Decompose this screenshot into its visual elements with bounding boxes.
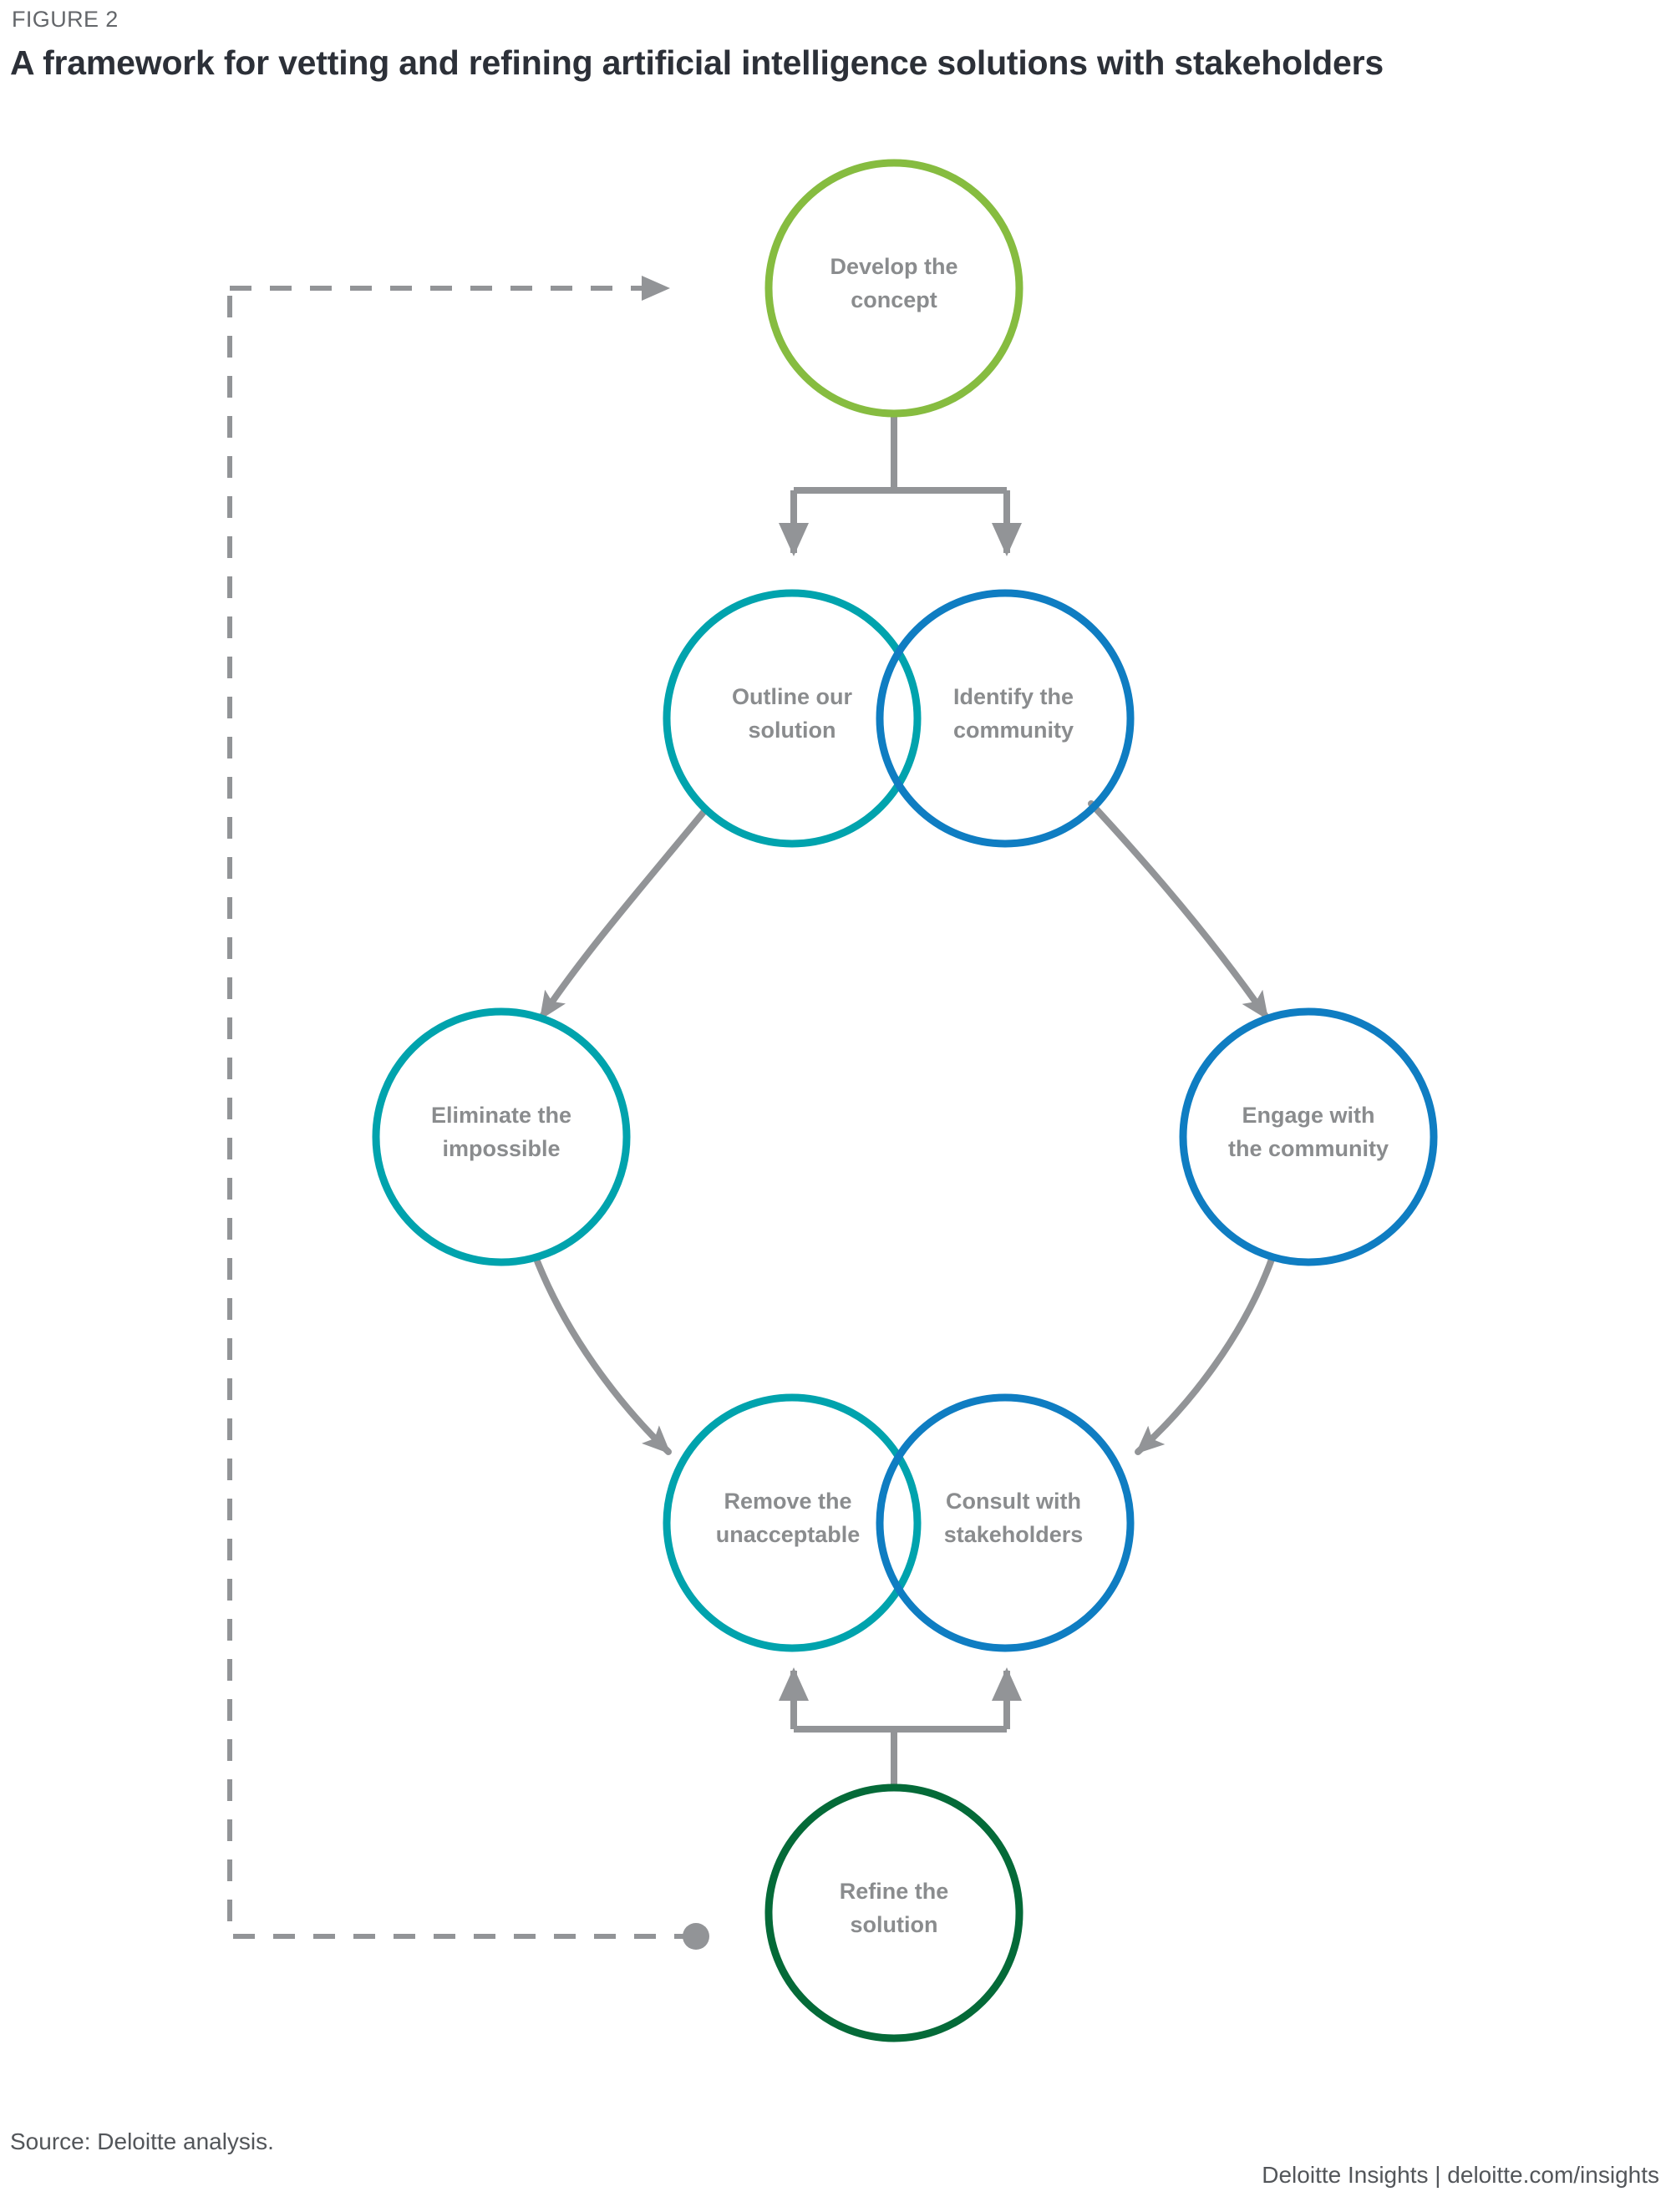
node-outline-our-solution[interactable]: Outline our solution xyxy=(663,589,922,848)
node-circle-identify[interactable] xyxy=(876,589,1135,848)
node-consult-with-stakeholders[interactable]: Consult with stakeholders xyxy=(876,1393,1135,1652)
node-label-outline-line2: solution xyxy=(749,718,836,743)
node-label-eliminate-line2: impossible xyxy=(442,1136,560,1161)
node-remove-the-unacceptable[interactable]: Remove the unacceptable xyxy=(663,1393,922,1652)
page-title: A framework for vetting and refining art… xyxy=(10,43,1384,82)
node-label-refine-line2: solution xyxy=(851,1912,938,1937)
node-circle-remove[interactable] xyxy=(663,1393,922,1652)
node-circle-engage[interactable] xyxy=(1179,1007,1438,1266)
node-circle-refine[interactable] xyxy=(764,1783,1023,2042)
node-refine-the-solution[interactable]: Refine the solution xyxy=(764,1783,1023,2042)
node-identify-the-community[interactable]: Identify the community xyxy=(876,589,1135,848)
edge-outline-to-eliminate xyxy=(538,803,712,1021)
node-label-consult-line2: stakeholders xyxy=(944,1522,1084,1547)
node-label-develop-line2: concept xyxy=(851,287,937,312)
node-circle-develop[interactable] xyxy=(764,159,1023,418)
node-label-remove-line2: unacceptable xyxy=(716,1522,861,1547)
edge-refine-fork xyxy=(779,1667,1022,1788)
node-label-consult-line1: Consult with xyxy=(946,1489,1081,1514)
node-label-identify-line1: Identify the xyxy=(953,684,1074,709)
brand-attribution: Deloitte Insights | deloitte.com/insight… xyxy=(1262,2162,1659,2188)
node-circle-consult[interactable] xyxy=(876,1393,1135,1652)
source-note: Source: Deloitte analysis. xyxy=(10,2128,274,2154)
node-label-engage-line1: Engage with xyxy=(1242,1103,1374,1128)
edge-develop-fork xyxy=(779,413,1022,556)
node-label-remove-line1: Remove the xyxy=(724,1489,851,1514)
node-engage-with-the-community[interactable]: Engage with the community xyxy=(1179,1007,1438,1266)
node-label-eliminate-line1: Eliminate the xyxy=(431,1103,571,1128)
framework-diagram: Develop the concept Outline our solution… xyxy=(0,84,1671,2072)
node-label-refine-line1: Refine the xyxy=(840,1879,949,1904)
figure-number-label: FIGURE 2 xyxy=(12,7,119,32)
node-label-develop-line1: Develop the xyxy=(830,254,957,279)
node-label-outline-line1: Outline our xyxy=(732,684,852,709)
node-eliminate-the-impossible[interactable]: Eliminate the impossible xyxy=(372,1007,631,1266)
node-develop-the-concept[interactable]: Develop the concept xyxy=(764,159,1023,418)
edge-identify-to-engage xyxy=(1088,800,1270,1021)
edge-eliminate-to-remove xyxy=(531,1251,672,1455)
feedback-origin-dot xyxy=(683,1923,709,1950)
node-circle-outline[interactable] xyxy=(663,589,922,848)
node-label-identify-line2: community xyxy=(953,718,1074,743)
node-label-engage-line2: the community xyxy=(1228,1136,1389,1161)
edge-engage-to-consult xyxy=(1135,1251,1277,1455)
edge-refine-to-develop xyxy=(227,276,709,1950)
node-circle-eliminate[interactable] xyxy=(372,1007,631,1266)
